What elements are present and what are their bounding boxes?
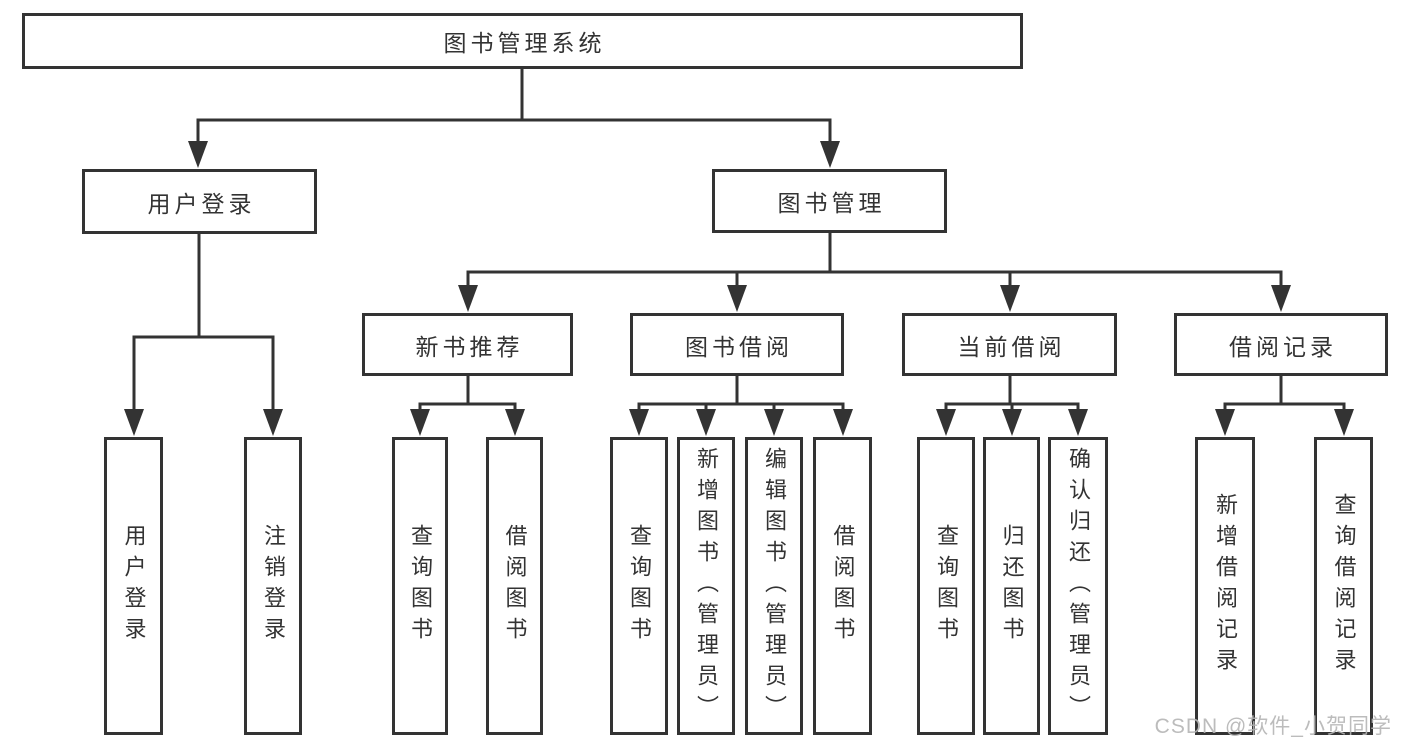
node-book-borrow: 图书借阅	[630, 313, 844, 376]
leaf-borrow-books-recommend: 借阅图书	[486, 437, 543, 735]
leaf-edit-book-admin-label: 编辑图书（管理员）	[762, 446, 787, 726]
leaf-add-book-admin: 新增图书（管理员）	[677, 437, 735, 735]
leaf-add-book-admin-label: 新增图书（管理员）	[694, 446, 719, 726]
connector-current-borrow-to-children	[944, 374, 1080, 416]
leaf-query-borrow-record: 查询借阅记录	[1314, 437, 1373, 735]
node-user-login: 用户登录	[82, 169, 317, 234]
leaf-user-login-label: 用户登录	[121, 524, 147, 648]
leaf-query-books-current-label: 查询图书	[934, 524, 959, 648]
node-book-management: 图书管理	[712, 169, 947, 233]
leaf-query-borrow-record-label: 查询借阅记录	[1331, 493, 1357, 679]
connector-book-borrow-to-children	[637, 374, 845, 416]
leaf-borrow-books-recommend-label: 借阅图书	[502, 524, 528, 648]
leaf-return-book-label: 归还图书	[999, 524, 1025, 648]
leaf-query-books-borrow-label: 查询图书	[627, 524, 652, 648]
leaf-query-books-recommend-label: 查询图书	[408, 524, 433, 648]
leaf-logout-label: 注销登录	[261, 524, 286, 648]
leaf-return-book: 归还图书	[983, 437, 1040, 735]
connector-new-book-to-children	[418, 374, 517, 416]
connector-borrow-records-to-children	[1223, 374, 1346, 416]
leaf-query-books-current: 查询图书	[917, 437, 975, 735]
leaf-query-books-recommend: 查询图书	[392, 437, 448, 735]
leaf-add-borrow-record-label: 新增借阅记录	[1213, 493, 1238, 679]
leaf-logout: 注销登录	[244, 437, 302, 735]
node-library-system: 图书管理系统	[22, 13, 1023, 69]
leaf-edit-book-admin: 编辑图书（管理员）	[745, 437, 803, 735]
leaf-user-login: 用户登录	[104, 437, 163, 735]
leaf-query-books-borrow: 查询图书	[610, 437, 668, 735]
node-new-book-recommend: 新书推荐	[362, 313, 573, 376]
connector-book-management-to-level3	[466, 231, 1283, 292]
node-borrow-records: 借阅记录	[1174, 313, 1388, 376]
leaf-confirm-return-admin-label: 确认归还（管理员）	[1066, 446, 1091, 726]
leaf-confirm-return-admin: 确认归还（管理员）	[1048, 437, 1108, 735]
node-current-borrow: 当前借阅	[902, 313, 1117, 376]
leaf-borrow-books-borrow: 借阅图书	[813, 437, 872, 735]
connector-user-login-to-children	[132, 232, 275, 414]
connector-root-to-level2	[196, 67, 832, 148]
leaf-borrow-books-borrow-label: 借阅图书	[830, 524, 856, 648]
arrowheads	[124, 141, 1354, 436]
leaf-add-borrow-record: 新增借阅记录	[1195, 437, 1255, 735]
